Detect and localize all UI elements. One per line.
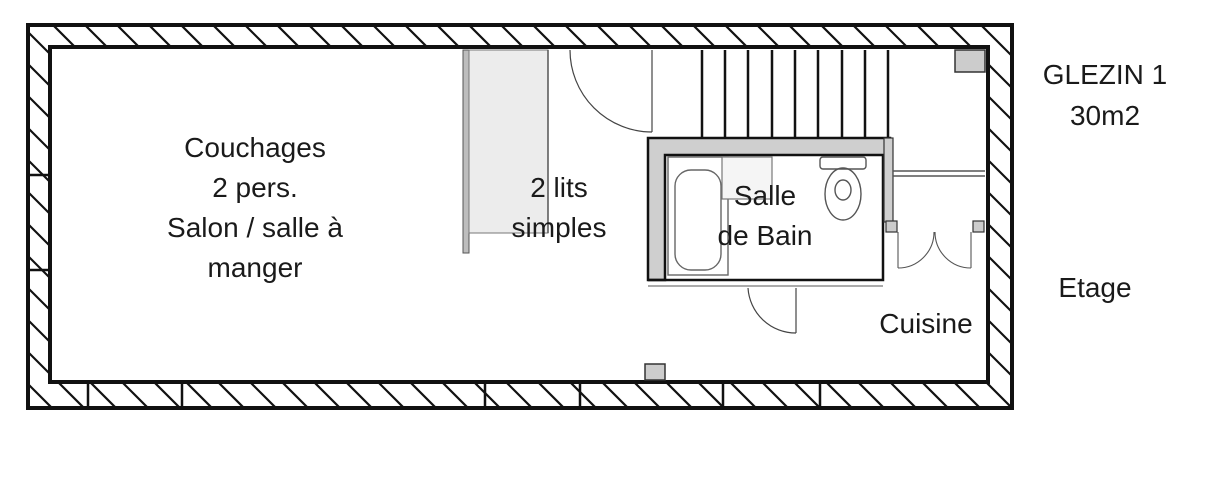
bathroom-line-1: Salle xyxy=(733,180,797,211)
door-swing-beds xyxy=(569,49,653,133)
washbasin xyxy=(721,156,773,200)
staircase xyxy=(700,50,890,138)
room-label-bathroom: Salle de Bain xyxy=(700,176,830,256)
pillar xyxy=(644,363,666,381)
wall-hatch-line xyxy=(1200,20,1219,410)
living-line-4: manger xyxy=(207,252,303,283)
room-label-beds: 2 lits simples xyxy=(489,168,629,248)
door-swing-kitchen xyxy=(897,231,972,269)
plan-level: Etage xyxy=(1058,272,1132,303)
room-label-kitchen: Cuisine xyxy=(879,308,973,339)
corner-post xyxy=(954,49,986,73)
bathroom-line-2: de Bain xyxy=(717,220,813,251)
bed-partition xyxy=(462,49,549,254)
beds-line-1: 2 lits xyxy=(530,172,588,203)
room-label-living: Couchages 2 pers. Salon / salle à manger xyxy=(135,128,375,288)
plan-title: GLEZIN 1 xyxy=(1042,59,1168,90)
bathroom xyxy=(646,136,894,287)
kitchen-partition xyxy=(885,170,985,233)
living-line-2: 2 pers. xyxy=(212,172,298,203)
wall-hatch-line xyxy=(28,25,119,408)
beds-line-2: simples xyxy=(511,212,607,243)
living-line-1: Couchages xyxy=(184,132,326,163)
plan-area: 30m2 xyxy=(1069,100,1141,131)
wall-hatch-line xyxy=(943,25,1012,408)
toilet xyxy=(819,156,867,221)
bathtub xyxy=(667,156,729,276)
wall-hatch-line xyxy=(0,20,22,410)
wall-hatch-line xyxy=(28,25,151,408)
living-line-3: Salon / salle à xyxy=(167,212,343,243)
door-swing-bathroom xyxy=(747,287,797,334)
